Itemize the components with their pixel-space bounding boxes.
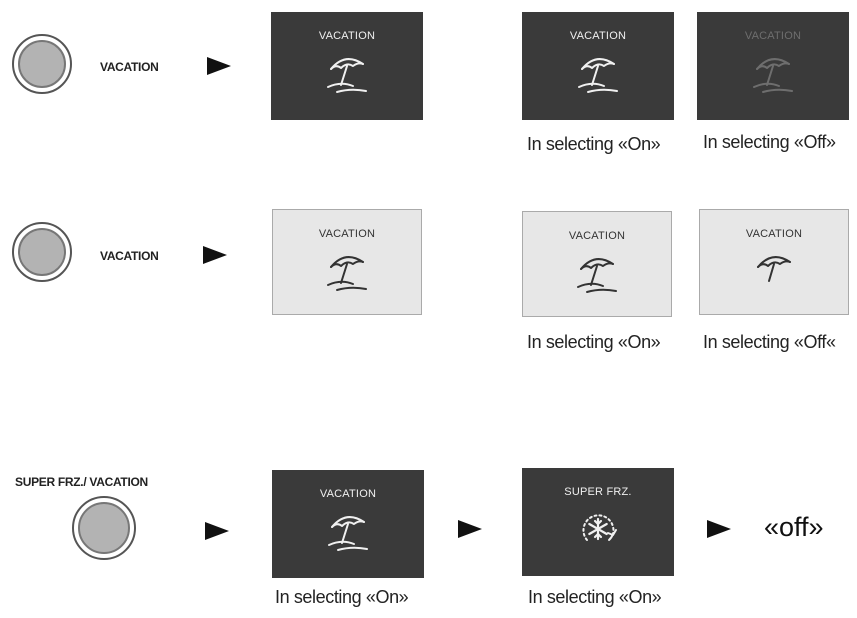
panel-title: SUPER FRZ.	[564, 486, 632, 498]
caption-on: In selecting «On»	[527, 134, 661, 154]
vacation-on-panel: VACATION	[272, 470, 424, 578]
vacation-button-label: VACATION	[100, 60, 159, 74]
caption-on: In selecting «On»	[528, 587, 662, 607]
beach-umbrella-icon	[324, 508, 372, 552]
super-frz-on-panel: SUPER FRZ.	[522, 468, 674, 576]
beach-umbrella-icon	[573, 250, 621, 294]
panel-title: VACATION	[744, 30, 802, 42]
caption-on: In selecting «On»	[275, 587, 409, 607]
caption-off: In selecting «Off«	[703, 332, 836, 352]
vacation-off-panel: VACATION	[697, 12, 849, 120]
beach-umbrella-icon	[749, 50, 797, 94]
arrow-right-icon	[205, 522, 229, 540]
caption-off: In selecting «Off»	[703, 132, 836, 152]
panel-title: VACATION	[569, 30, 627, 42]
super-frz-vacation-button[interactable]	[72, 496, 136, 560]
final-state-off: «off»	[764, 512, 824, 542]
arrow-right-icon	[203, 246, 227, 264]
arrow-right-icon	[207, 57, 231, 75]
panel-title: VACATION	[568, 230, 626, 242]
umbrella-icon	[750, 248, 798, 292]
beach-umbrella-icon	[574, 50, 622, 94]
beach-umbrella-icon	[323, 50, 371, 94]
vacation-button[interactable]	[12, 34, 72, 94]
arrow-right-icon	[458, 520, 482, 538]
panel-title: VACATION	[745, 228, 803, 240]
beach-umbrella-icon	[323, 248, 371, 292]
vacation-display-panel: VACATION	[271, 12, 423, 120]
super-frz-vacation-button-label: SUPER FRZ./ VACATION	[15, 475, 148, 489]
vacation-button-label: VACATION	[100, 249, 159, 263]
panel-title: VACATION	[319, 488, 377, 500]
panel-title: VACATION	[318, 30, 376, 42]
caption-on: In selecting «On»	[527, 332, 661, 352]
vacation-button[interactable]	[12, 222, 72, 282]
panel-title: VACATION	[318, 228, 376, 240]
vacation-on-panel: VACATION	[522, 12, 674, 120]
arrow-right-icon	[707, 520, 731, 538]
vacation-off-panel: VACATION	[699, 209, 849, 315]
vacation-display-panel: VACATION	[272, 209, 422, 315]
snowflake-cycle-icon	[573, 506, 623, 552]
vacation-on-panel: VACATION	[522, 211, 672, 317]
